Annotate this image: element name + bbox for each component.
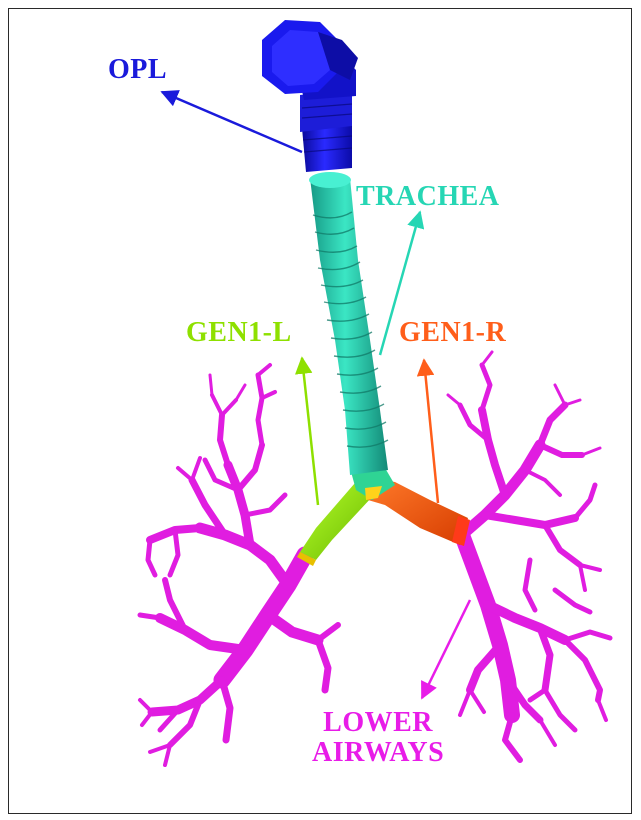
- label-lower-airways-line2: AIRWAYS: [312, 738, 444, 768]
- gen1-left-bronchus: [297, 483, 372, 566]
- label-gen1-right: GEN1-R: [399, 319, 506, 347]
- label-trachea: TRACHEA: [356, 183, 500, 211]
- opl-arrow: [162, 92, 302, 152]
- gen1-left-arrow: [302, 358, 318, 505]
- label-lower-airways-line1: LOWER: [312, 708, 444, 738]
- lower-airways-right-tree: [448, 352, 610, 760]
- gen1-right-arrow: [424, 360, 438, 503]
- label-lower-airways: LOWER AIRWAYS: [312, 708, 444, 768]
- opl-mouthpiece: [262, 20, 358, 172]
- label-gen1-left: GEN1-L: [186, 319, 292, 347]
- trachea-tube: [309, 172, 388, 475]
- label-opl: OPL: [108, 56, 167, 84]
- lower-airways-arrow: [422, 600, 470, 698]
